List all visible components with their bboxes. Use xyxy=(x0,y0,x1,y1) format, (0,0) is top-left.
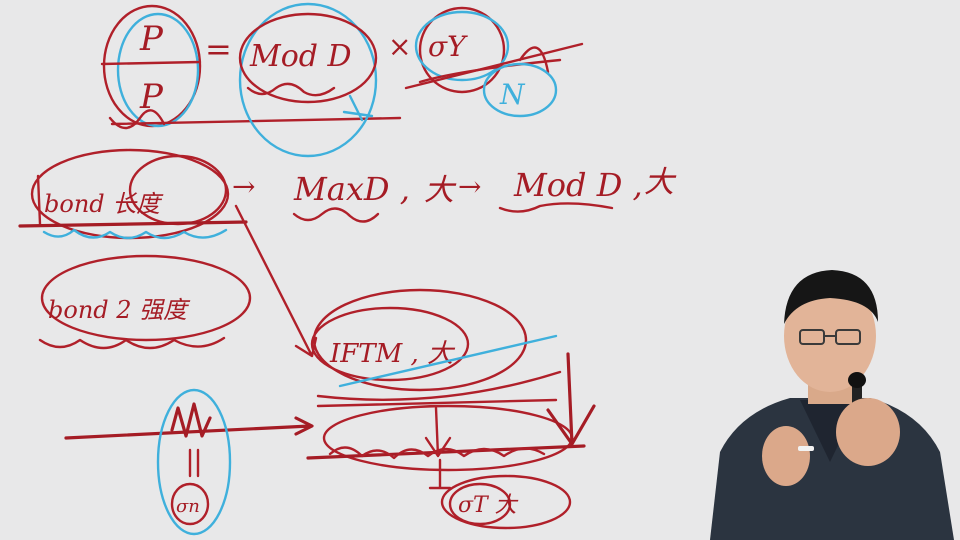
row3-blue-strike xyxy=(338,334,558,388)
row3-red-line xyxy=(316,398,558,408)
fraction-blue-circle xyxy=(116,12,200,128)
row-bond-strength: bond 2 强度 xyxy=(38,254,252,350)
row2-wave xyxy=(38,336,226,350)
bottom-left-connector xyxy=(188,448,200,478)
row1-term-a-wave xyxy=(292,207,380,223)
bottom-right-oval xyxy=(322,404,574,472)
row1-term-a: MaxD , xyxy=(293,170,410,208)
row3-red-underline xyxy=(316,370,562,401)
sigmay-blue-circle xyxy=(414,10,510,82)
n-blue-circle xyxy=(482,62,558,118)
bottom-right-node: σT 大 xyxy=(458,493,519,518)
fraction-underline xyxy=(108,109,166,130)
row-iftm: IFTM , 大 xyxy=(310,288,562,408)
sigmay-strike-1 xyxy=(404,42,584,90)
row1-big-b: 大 xyxy=(644,165,677,200)
presenter-hair xyxy=(784,270,878,324)
row2-left-text: bond 2 强度 xyxy=(48,296,191,324)
bottom-right-wave xyxy=(328,446,546,460)
sigmay-strike-2 xyxy=(418,58,562,84)
row1-strike xyxy=(18,220,248,228)
row1-left-mark xyxy=(36,174,42,226)
fraction-bar xyxy=(100,60,202,66)
row1-blue-wave xyxy=(42,228,228,240)
sigmay-red-circle xyxy=(418,6,506,94)
presenter-left-hand xyxy=(762,426,810,486)
fraction-numerator: P xyxy=(139,19,164,59)
glasses xyxy=(799,329,861,345)
bottom-left-blue-oval xyxy=(156,388,232,536)
sigmay-tail xyxy=(518,46,550,74)
sigmay-term: σY xyxy=(428,30,468,63)
row1-arrow-1: → xyxy=(232,170,255,203)
row1-arrow-2: → xyxy=(458,170,481,203)
top-equation: P P = Mod D × σY N xyxy=(100,2,584,158)
row-bond-length: bond 长度 → MaxD , 大 → Mod D , 大 xyxy=(18,148,677,358)
modd-blue-mark xyxy=(342,94,374,122)
row3-outer-circle xyxy=(312,288,528,392)
n-term: N xyxy=(499,78,526,111)
bottom-left-node-circle xyxy=(170,482,210,526)
bottom-down-arrow-1 xyxy=(424,406,452,458)
presenter-chalk xyxy=(798,446,814,451)
row1-diagonal-arrow xyxy=(234,204,318,358)
equals-sign: = xyxy=(205,30,232,68)
bottom-left-zigzag xyxy=(170,402,212,438)
modd-wave xyxy=(246,82,336,97)
modd-term: Mod D xyxy=(249,39,352,74)
bottom-left-node: σn xyxy=(176,496,200,517)
presenter-video xyxy=(710,270,954,540)
row1-term-b: Mod D , xyxy=(513,166,643,204)
row1-big-a: 大 xyxy=(424,173,457,208)
row1-term-b-underline xyxy=(498,202,614,213)
row3-inner-circle xyxy=(310,306,470,382)
bottom-down-arrow-2 xyxy=(546,352,596,446)
bottom-right-inner-circle xyxy=(448,482,512,526)
bottom-section: σn σT 大 xyxy=(64,352,596,536)
row2-circle xyxy=(40,254,252,342)
top-long-underline xyxy=(110,116,402,126)
row1-left-text: bond 长度 xyxy=(44,190,164,218)
times-sign: × xyxy=(388,30,411,63)
presenter-right-hand xyxy=(836,398,900,466)
modd-blue-circle xyxy=(238,2,378,158)
bottom-right-node-circle xyxy=(440,474,572,530)
bottom-connector xyxy=(428,458,452,490)
modd-red-circle xyxy=(238,12,378,104)
bottom-right-strike xyxy=(306,444,586,460)
